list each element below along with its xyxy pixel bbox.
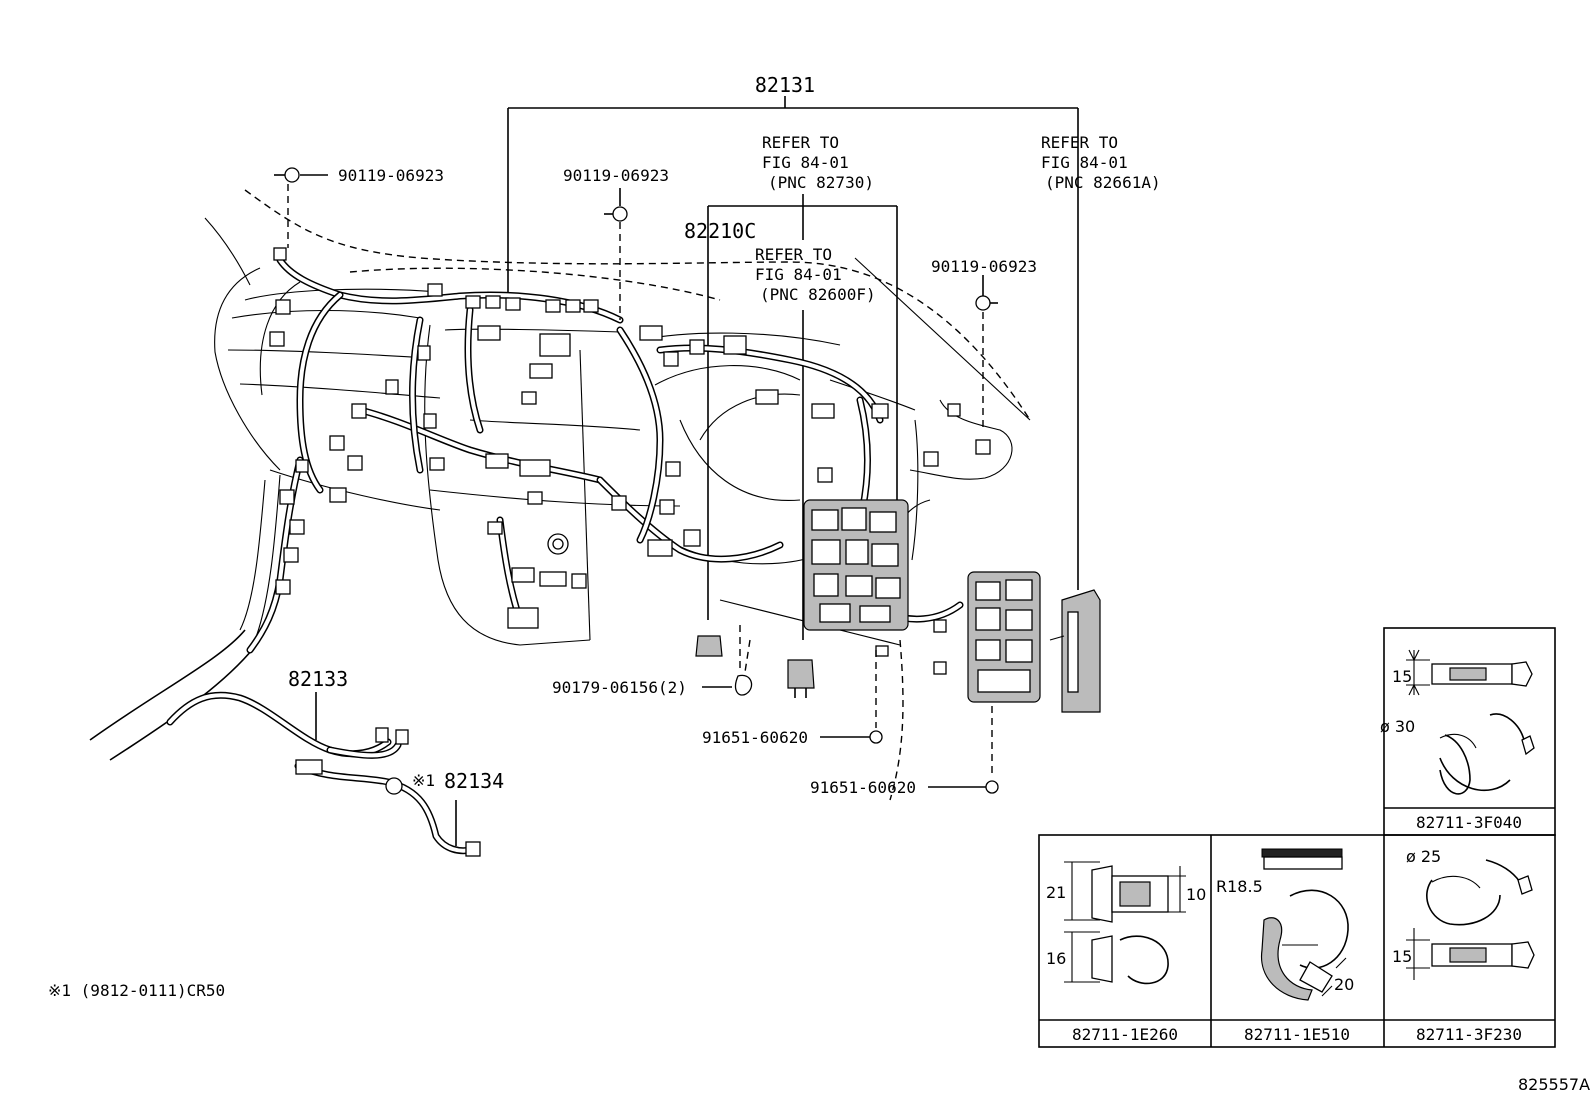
refer-82730-line3: (PNC 82730) xyxy=(768,173,874,192)
refer-82730-line1: REFER TO xyxy=(762,133,839,152)
clip-1e260-dim-b: 10 xyxy=(1186,885,1206,904)
label-82133: 82133 xyxy=(288,667,348,691)
relay-block xyxy=(967,571,1041,703)
clip-1e260-dim-a: 21 xyxy=(1046,883,1066,902)
diagram-id: 825557A xyxy=(1518,1075,1590,1094)
refer-82600f-line1: REFER TO xyxy=(755,245,832,264)
clip-3f230-dim-height: 15 xyxy=(1392,947,1412,966)
bolt-center xyxy=(604,188,628,320)
clip-3f040-dim-dia: ø 30 xyxy=(1380,717,1415,736)
clip-90179 xyxy=(734,674,753,696)
label-clip-90179: 90179-06156(2) xyxy=(552,678,687,697)
leader-82730 xyxy=(707,194,898,620)
relay-82600f xyxy=(787,659,815,698)
clip-1e510-drawing xyxy=(1260,848,1349,1001)
bolt-right xyxy=(975,275,998,430)
refer-82661a-line3: (PNC 82661A) xyxy=(1045,173,1161,192)
harness-82134 xyxy=(294,759,481,857)
leader-82131 xyxy=(507,96,1079,590)
refer-82661a-line1: REFER TO xyxy=(1041,133,1118,152)
instrument-panel-outline xyxy=(89,189,1031,801)
screw-lower xyxy=(928,706,999,794)
clip-82210c xyxy=(695,635,723,657)
clip-1e260-dim-c: 16 xyxy=(1046,949,1066,968)
clip-1e510-dim-radius: R18.5 xyxy=(1216,877,1263,896)
label-82210c: 82210C xyxy=(684,219,756,243)
clip-3f230-drawing xyxy=(1406,859,1535,980)
label-screw-upper: 91651-60620 xyxy=(702,728,808,747)
label-82134: 82134 xyxy=(444,769,504,793)
refer-82600f-line3: (PNC 82600F) xyxy=(760,285,876,304)
harness-connectors xyxy=(269,247,991,675)
clip-1e510-part: 82711-1E510 xyxy=(1244,1025,1350,1044)
ecu-bracket xyxy=(1049,589,1101,713)
label-bolt-center: 90119-06923 xyxy=(563,166,669,185)
clip-3f230-part: 82711-3F230 xyxy=(1416,1025,1522,1044)
footnote: ※1 (9812-0111)CR50 xyxy=(48,981,225,1000)
refer-82661a-line2: FIG 84-01 xyxy=(1041,153,1128,172)
refer-82600f-line2: FIG 84-01 xyxy=(755,265,842,284)
clip-1e260-part: 82711-1E260 xyxy=(1072,1025,1178,1044)
label-bolt-left: 90119-06923 xyxy=(338,166,444,185)
clip-detail-boxes xyxy=(1038,627,1556,1048)
harness-82133 xyxy=(166,691,409,759)
clip-3f040-dim-height: 15 xyxy=(1392,667,1412,686)
screw-upper xyxy=(820,650,883,744)
label-bolt-right: 90119-06923 xyxy=(931,257,1037,276)
clip-1e510-dim-width: 20 xyxy=(1334,975,1354,994)
junction-block xyxy=(803,499,909,631)
bolt-left xyxy=(274,167,328,248)
clip-3f230-dim-dia: ø 25 xyxy=(1406,847,1441,866)
label-screw-lower: 91651-60620 xyxy=(810,778,916,797)
refer-82730-line2: FIG 84-01 xyxy=(762,153,849,172)
label-82131: 82131 xyxy=(755,73,815,97)
label-82134-mark: ※1 xyxy=(412,771,435,790)
clip-1e260-drawing xyxy=(1064,861,1186,985)
clip-3f040-drawing xyxy=(1406,649,1535,795)
clip-3f040-part: 82711-3F040 xyxy=(1416,813,1522,832)
